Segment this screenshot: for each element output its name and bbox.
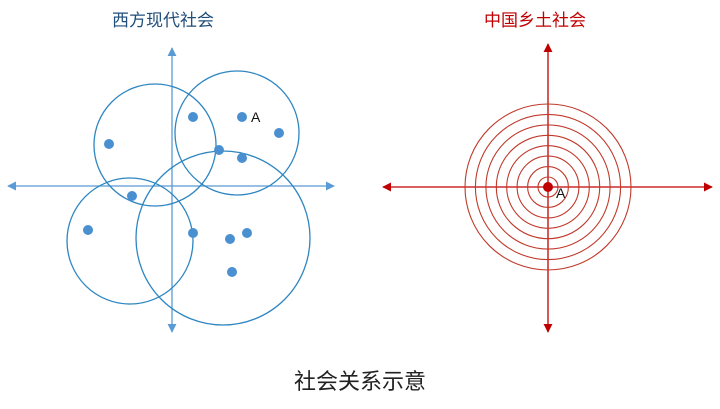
relation-ring bbox=[527, 166, 569, 208]
person-dot bbox=[227, 267, 237, 277]
person-dot-a bbox=[237, 112, 247, 122]
person-dot bbox=[188, 228, 198, 238]
left-point-a-label: A bbox=[251, 109, 261, 125]
relation-ring bbox=[537, 176, 559, 198]
relation-circle bbox=[66, 177, 194, 305]
relation-ring bbox=[495, 134, 601, 240]
relation-ring bbox=[464, 103, 632, 271]
center-person-dot bbox=[543, 182, 553, 192]
relation-circle bbox=[135, 150, 311, 326]
person-dot bbox=[274, 128, 284, 138]
person-dot bbox=[242, 228, 252, 238]
relation-circle bbox=[93, 83, 217, 207]
relation-ring bbox=[474, 113, 622, 261]
western-society-diagram: A bbox=[7, 47, 335, 333]
relation-ring bbox=[485, 124, 611, 250]
person-dot bbox=[214, 145, 224, 155]
person-dot bbox=[225, 234, 235, 244]
person-dot bbox=[83, 225, 93, 235]
person-dot bbox=[237, 153, 247, 163]
relation-ring bbox=[516, 155, 580, 219]
relation-circle bbox=[174, 70, 300, 196]
right-point-a-label: A bbox=[556, 185, 566, 201]
rural-society-diagram: A bbox=[382, 43, 713, 333]
diagram-caption: 社会关系示意 bbox=[293, 370, 426, 395]
person-dot bbox=[188, 112, 198, 122]
person-dot bbox=[127, 191, 137, 201]
person-dot bbox=[104, 139, 114, 149]
western-society-title: 西方现代社会 bbox=[112, 11, 214, 31]
concentric-rings bbox=[464, 103, 632, 271]
relation-ring bbox=[506, 145, 590, 229]
rural-society-title: 中国乡土社会 bbox=[484, 11, 586, 31]
